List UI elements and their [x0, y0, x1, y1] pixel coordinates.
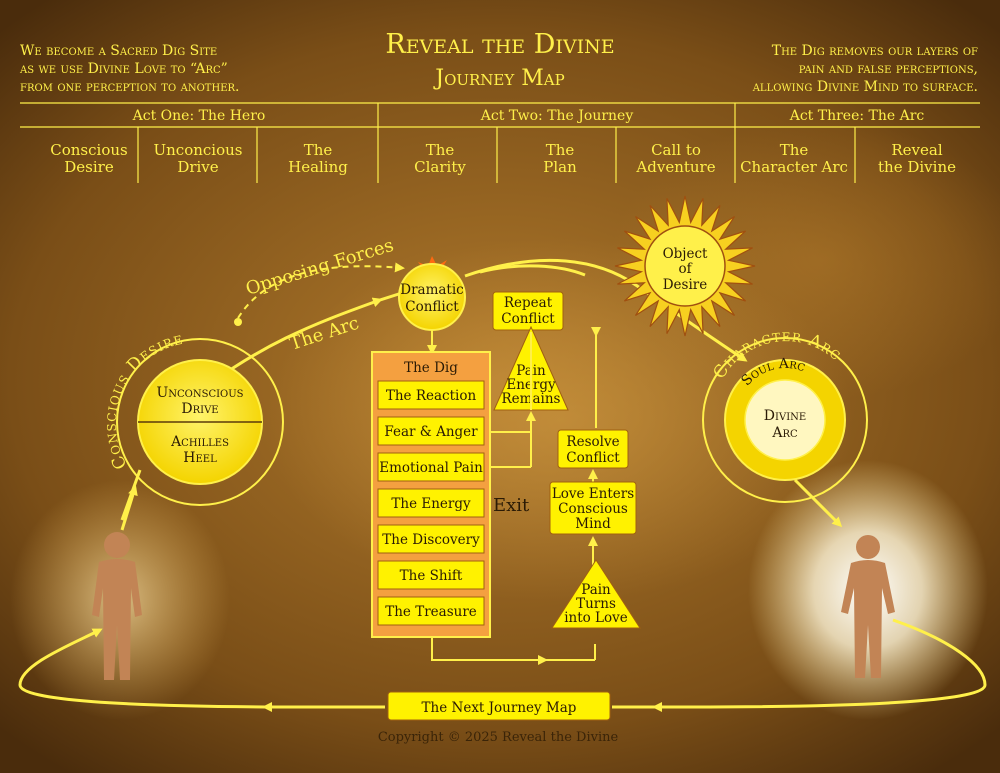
stage-conscious-desire: Conscious Desire [50, 141, 127, 176]
svg-text:Clarity: Clarity [414, 158, 466, 176]
svg-text:Conflict: Conflict [501, 311, 555, 327]
the-dig-title: The Dig [404, 360, 458, 376]
copyright-text: Copyright © 2025 Reveal the Divine [378, 730, 619, 745]
svg-text:Adventure: Adventure [635, 158, 715, 176]
svg-text:Repeat: Repeat [504, 295, 553, 311]
dramatic-conflict-label-1: Dramatic [400, 282, 463, 298]
right-intro-line-3: allowing Divine Mind to surface. [752, 79, 978, 95]
object-of-desire-sun: Object of Desire [614, 195, 756, 337]
svg-text:Desire: Desire [64, 158, 114, 176]
svg-text:The: The [304, 141, 333, 159]
svg-text:The Next Journey Map: The Next Journey Map [422, 700, 577, 716]
dig-item-label: Emotional Pain [379, 460, 483, 476]
divine-arc-label-2: Arc [771, 425, 798, 441]
pain-turns-into-love-triangle: Pain Turns into Love [551, 559, 641, 629]
hero-figure-left [92, 532, 142, 680]
sun-label-1: Object [663, 246, 708, 262]
dig-item: The Shift [377, 560, 485, 590]
sun-label-3: Desire [663, 277, 708, 293]
svg-text:Conscious: Conscious [50, 141, 127, 159]
exit-label: Exit [493, 495, 530, 516]
stage-the-character-arc: The Character Arc [740, 141, 848, 176]
unconscious-drive-label: Unconscious [156, 385, 243, 401]
resolve-conflict-box: Resolve Conflict [557, 429, 629, 469]
the-arc-label: The Arc [287, 313, 362, 355]
dig-item-label: The Discovery [382, 532, 480, 548]
divine-arc-label: Divine [764, 408, 806, 424]
act-one-label: Act One: The Hero [132, 108, 266, 124]
repeat-conflict-box: Repeat Conflict [492, 291, 564, 331]
svg-text:Pain: Pain [581, 582, 611, 598]
svg-text:Plan: Plan [543, 158, 577, 176]
right-intro-line-1: The Dig removes our layers of [772, 43, 978, 59]
svg-text:into Love: into Love [564, 610, 628, 626]
stage-unconscious-drive: Unconcious Drive [154, 141, 243, 176]
dig-item-label: The Treasure [385, 604, 477, 620]
dig-item-label: Fear & Anger [384, 424, 478, 440]
dig-item-label: The Energy [391, 496, 471, 512]
svg-text:Mind: Mind [575, 516, 611, 532]
achilles-heel-label: Achilles [170, 434, 229, 450]
svg-text:Character Arc: Character Arc [740, 158, 848, 176]
dig-item: The Reaction [377, 380, 485, 410]
right-intro-line-2: pain and false perceptions, [799, 61, 978, 77]
stage-call-to-adventure: Call to Adventure [635, 141, 715, 176]
svg-text:Reveal: Reveal [891, 141, 942, 159]
stage-reveal-the-divine: Reveal the Divine [878, 141, 956, 176]
page-title: Reveal the Divine [385, 29, 614, 60]
svg-text:Drive: Drive [177, 158, 218, 176]
left-intro-line-3: from one perception to another. [20, 79, 239, 95]
stage-the-plan: The Plan [543, 141, 577, 176]
act-three-label: Act Three: The Arc [789, 108, 925, 124]
left-intro-line-2: as we use Divine Love to “Arc” [19, 61, 228, 77]
svg-text:The: The [546, 141, 575, 159]
journey-loop [18, 618, 987, 712]
svg-text:the Divine: the Divine [878, 158, 956, 176]
next-journey-map-box: The Next Journey Map [387, 691, 611, 721]
achilles-heel-label-2: Heel [183, 450, 217, 466]
act-table-lines [20, 102, 980, 183]
svg-text:Love Enters: Love Enters [552, 486, 634, 502]
stage-the-healing: The Healing [288, 141, 348, 176]
left-intro-line-1: We become a Sacred Dig Site [20, 43, 217, 59]
love-enters-box: Love Enters Conscious Mind [549, 481, 637, 535]
hero-figure-right [841, 535, 895, 678]
svg-text:Resolve: Resolve [566, 434, 619, 450]
dig-item: The Discovery [377, 524, 485, 554]
dig-item: Emotional Pain [377, 452, 485, 482]
dig-item-label: The Reaction [386, 388, 477, 404]
svg-text:The: The [780, 141, 809, 159]
svg-text:Healing: Healing [288, 158, 348, 176]
svg-text:Conflict: Conflict [566, 450, 620, 466]
dig-item: The Treasure [377, 596, 485, 626]
svg-text:Unconcious: Unconcious [154, 141, 243, 159]
dramatic-conflict-label-2: Conflict [405, 299, 459, 315]
opposing-forces-arc [234, 262, 405, 326]
svg-text:Turns: Turns [576, 596, 616, 612]
svg-text:Call to: Call to [651, 141, 701, 159]
opposing-forces-label: Opposing Forces [243, 235, 396, 300]
svg-text:The: The [426, 141, 455, 159]
dig-item: Fear & Anger [377, 416, 485, 446]
dig-item: The Energy [377, 488, 485, 518]
unconscious-drive-label-2: Drive [181, 401, 218, 417]
dramatic-conflict-node: Dramatic Conflict [398, 256, 466, 331]
svg-text:Conscious: Conscious [558, 501, 628, 517]
sun-label-2: of [678, 261, 692, 277]
page-subtitle: Journey Map [433, 66, 564, 91]
stage-the-clarity: The Clarity [414, 141, 466, 176]
dig-connectors [431, 327, 601, 665]
act-two-label: Act Two: The Journey [480, 108, 634, 124]
dig-item-label: The Shift [400, 568, 463, 584]
